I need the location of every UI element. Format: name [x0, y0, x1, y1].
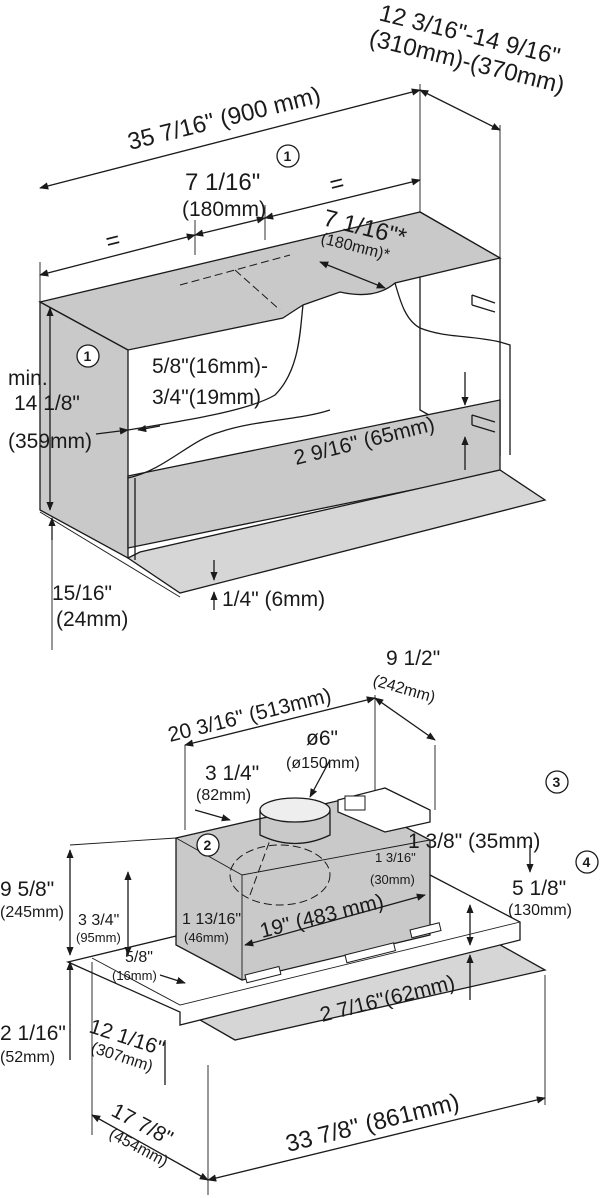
svg-text:1: 1 — [284, 148, 292, 164]
total-width-label: 35 7/16" (900 mm) — [125, 82, 324, 156]
total-height-metric-label: (245mm) — [0, 904, 64, 921]
top-gap-label: 1 3/8" (35mm) — [408, 830, 540, 853]
cutout-a-label: 7 1/16" — [185, 169, 260, 196]
cutout-a-metric-label: (180mm) — [182, 198, 266, 221]
equal-right-mark: = — [327, 169, 347, 199]
panel-range-label-b: 3/4"(19mm) — [152, 386, 261, 409]
height-metric-label: (359mm) — [8, 430, 92, 453]
note-badge-4: 4 — [575, 850, 599, 874]
svg-text:1: 1 — [84, 348, 92, 364]
note-badge-1-top: 1 — [276, 144, 300, 168]
note-badge-3: 3 — [545, 770, 569, 794]
motor-depth-label: 9 1/2" — [386, 647, 440, 670]
frame-thickness-label: 5/8" — [125, 949, 153, 966]
frame-thickness-metric-label: (16mm) — [112, 968, 157, 983]
mid-height-label: 3 3/4" — [78, 912, 119, 929]
edge-gap-label: 1 13/16" — [182, 911, 241, 928]
overall-width-label: 33 7/8" (861mm) — [283, 1089, 462, 1158]
offset-label: 3 1/4" — [205, 762, 259, 785]
right-height-label: 5 1/8" — [512, 877, 566, 900]
min-label: min. — [8, 367, 48, 390]
svg-text:2: 2 — [204, 837, 212, 853]
duct-diameter-metric-label: (ø150mm) — [286, 755, 360, 772]
panel-range-label-a: 5/8"(16mm)- — [152, 355, 268, 378]
total-height-label: 9 5/8" — [0, 878, 54, 901]
small-gap-metric-label: (30mm) — [370, 872, 415, 887]
mid-height-metric-label: (95mm) — [76, 930, 121, 945]
small-gap-label: 1 3/16" — [375, 850, 416, 865]
equal-left-mark: = — [103, 226, 123, 256]
svg-text:3: 3 — [553, 774, 561, 790]
hood-unit-drawing — [65, 695, 547, 1195]
svg-text:4: 4 — [583, 854, 591, 870]
note-badge-1-side: 1 — [76, 344, 100, 368]
edge-gap-metric-label: (46mm) — [184, 930, 229, 945]
height-label: 14 1/8" — [14, 392, 80, 415]
cabinet-drawing — [38, 84, 547, 650]
glass-thickness-label: 1/4" (6mm) — [222, 588, 325, 611]
base-offset-metric-label: (24mm) — [56, 608, 128, 631]
base-offset-label: 15/16" — [52, 582, 112, 605]
duct-diameter-label: ø6" — [306, 727, 338, 750]
glass-offset-label: 2 1/16" — [0, 1022, 66, 1045]
note-badge-2: 2 — [196, 833, 220, 857]
glass-offset-metric-label: (52mm) — [0, 1049, 55, 1066]
offset-metric-label: (82mm) — [196, 787, 251, 804]
right-height-metric-label: (130mm) — [508, 902, 572, 919]
